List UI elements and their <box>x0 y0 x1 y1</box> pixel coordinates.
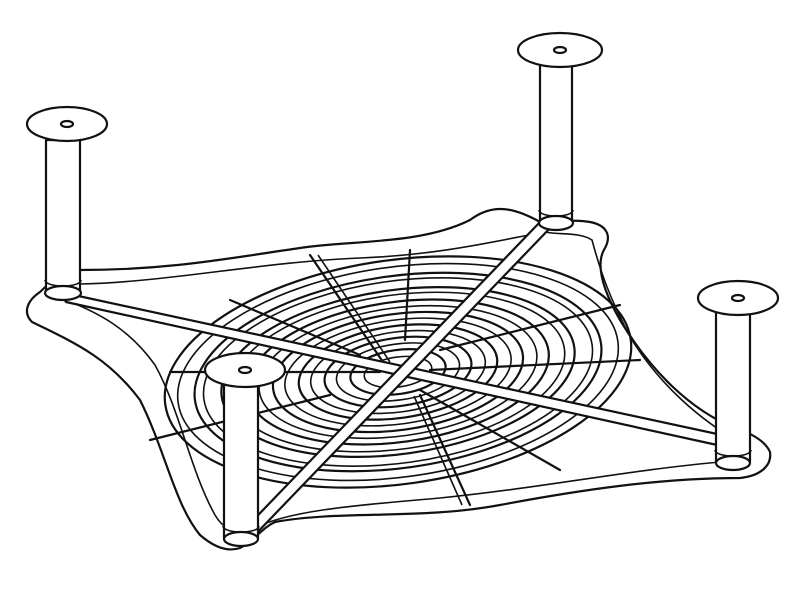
ring-12 <box>335 342 461 402</box>
ring-14 <box>363 355 433 389</box>
ring-1 <box>193 271 603 473</box>
leg-back-left-hole <box>59 119 75 129</box>
leg-front-post <box>222 383 260 547</box>
ring-outer-2 <box>176 262 620 482</box>
leg-back-right-cap <box>516 31 604 69</box>
leg-back-left <box>25 105 109 302</box>
spoke-7 <box>403 248 412 342</box>
leg-right-base <box>714 454 752 472</box>
leg-back-right-hole <box>552 45 568 55</box>
leg-right-hole <box>730 293 746 303</box>
ring-outer-1 <box>163 255 633 489</box>
spoke-4 <box>418 393 472 507</box>
concentric-rings <box>163 255 633 489</box>
ring-10 <box>309 329 487 415</box>
ring-7 <box>271 310 525 434</box>
leg-back-right-post <box>538 63 574 231</box>
spoke-8 <box>418 388 562 472</box>
leg-right-post <box>714 310 752 471</box>
ring-6 <box>258 304 538 440</box>
spoke-5 <box>428 358 642 372</box>
spoke-1b <box>317 254 391 363</box>
leg-front-base <box>222 530 260 548</box>
ring-13 <box>349 348 447 396</box>
ring-8 <box>284 317 512 427</box>
leg-back-right-base <box>537 214 575 232</box>
leg-back-left-base <box>43 284 83 302</box>
leg-back-left-collar <box>44 279 82 287</box>
spoke-6 <box>438 303 622 352</box>
leg-back-left-post <box>44 138 82 301</box>
ring-3 <box>220 286 576 458</box>
leg-front-collar <box>222 525 260 533</box>
spoke-9 <box>228 298 362 357</box>
spoke-4b <box>413 395 463 506</box>
leg-front-hole <box>237 365 253 375</box>
spoke-1 <box>308 253 387 367</box>
ring-2 <box>202 277 594 467</box>
leg-back-right <box>516 31 604 232</box>
leg-right-collar <box>714 449 752 457</box>
leg-front-cap <box>203 351 287 389</box>
leg-front <box>203 351 287 548</box>
leg-right-cap <box>696 279 780 317</box>
leg-right <box>696 279 780 472</box>
ring-11 <box>323 335 473 409</box>
leg-back-right-collar <box>538 209 574 217</box>
leg-back-left-cap <box>25 105 109 143</box>
ring-9 <box>297 323 499 421</box>
radial-spokes <box>148 248 642 507</box>
